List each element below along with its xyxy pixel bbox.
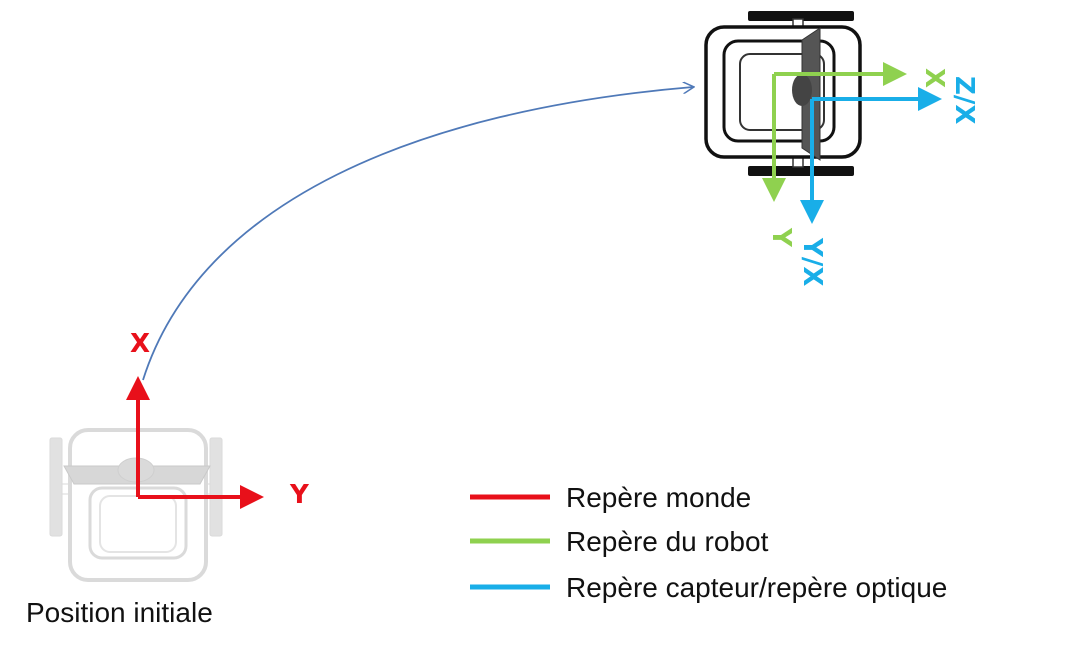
- legend-label-sensor: Repère capteur/repère optique: [566, 572, 947, 603]
- robot-final-icon: [704, 11, 862, 176]
- robot-y-label: Y: [766, 227, 796, 248]
- initial-position-caption: Position initiale: [26, 597, 213, 628]
- legend: Repère monde Repère du robot Repère capt…: [470, 482, 947, 603]
- sensor-y-label: Y/X: [797, 237, 827, 286]
- legend-item-robot: Repère du robot: [470, 526, 769, 557]
- sensor-z-label: Z/X: [949, 76, 979, 124]
- world-frame: [126, 376, 264, 509]
- world-y-label: Y: [289, 480, 310, 510]
- robot-x-label: X: [919, 68, 949, 88]
- world-x-label: X: [130, 329, 150, 359]
- robot-initial-icon: [49, 428, 223, 582]
- legend-label-robot: Repère du robot: [566, 526, 769, 557]
- trajectory-arc: [142, 87, 693, 381]
- legend-item-sensor: Repère capteur/repère optique: [470, 572, 947, 603]
- sensor-frame: [800, 87, 942, 224]
- legend-item-world: Repère monde: [470, 482, 751, 513]
- robot-frame: [762, 62, 907, 202]
- legend-label-world: Repère monde: [566, 482, 751, 513]
